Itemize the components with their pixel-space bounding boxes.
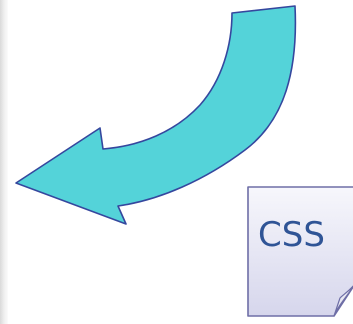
left-border — [0, 0, 8, 324]
file-icon — [247, 186, 353, 317]
curved-arrow-icon — [15, 5, 297, 225]
file-page — [247, 186, 353, 317]
file-fold — [333, 285, 353, 317]
